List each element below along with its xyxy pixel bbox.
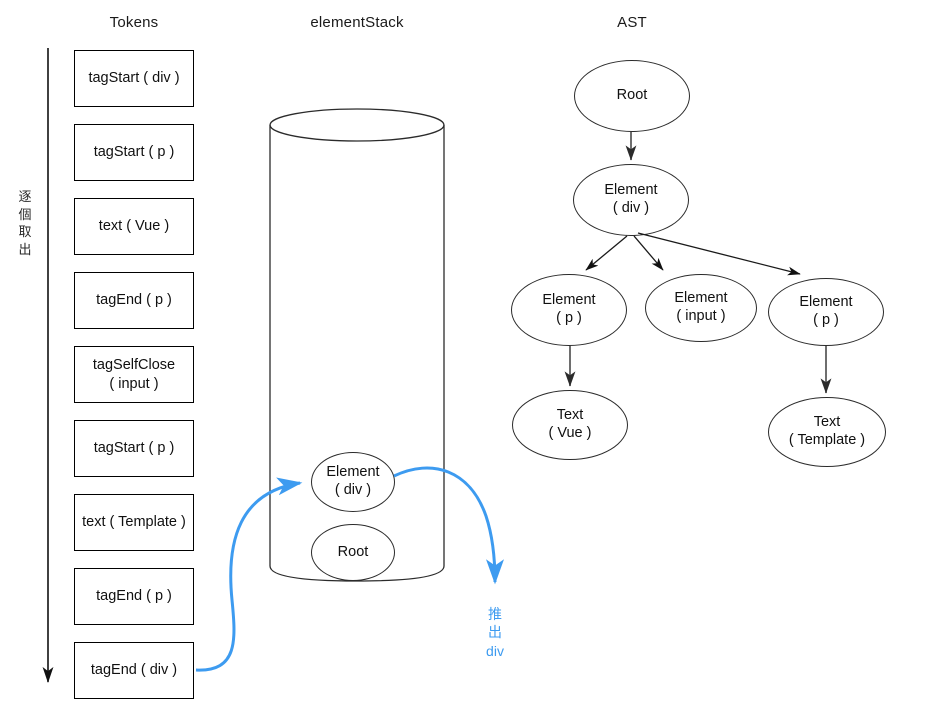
token-box[interactable]: tagEnd ( p )	[74, 568, 194, 625]
ast-node-element-p-first[interactable]: Element ( p )	[511, 274, 627, 346]
token-label: text ( Vue )	[98, 218, 170, 235]
ast-node-label: Element ( div )	[604, 182, 658, 216]
stack-node-element-div[interactable]: Element ( div )	[311, 452, 395, 512]
ast-node-root[interactable]: Root	[574, 60, 690, 132]
push-into-stack-arrow	[195, 477, 303, 672]
token-box[interactable]: text ( Template )	[74, 494, 194, 551]
pop-div-label: 推 出 div	[486, 606, 504, 659]
token-box[interactable]: tagStart ( div )	[74, 50, 194, 107]
token-label: tagEnd ( p )	[96, 588, 172, 605]
ast-node-label: Text ( Template )	[788, 414, 866, 448]
stack-node-root[interactable]: Root	[311, 524, 395, 581]
token-box[interactable]: tagEnd ( p )	[74, 272, 194, 329]
ast-node-label: Text ( Vue )	[548, 407, 592, 441]
token-label: tagSelfClose ( input )	[92, 357, 176, 392]
stack-node-label: Element ( div )	[326, 464, 380, 498]
token-box[interactable]: tagStart ( p )	[74, 420, 194, 477]
ast-node-element-p-second[interactable]: Element ( p )	[768, 278, 884, 346]
token-label: tagStart ( p )	[93, 144, 175, 161]
ast-column-title: AST	[617, 14, 647, 31]
token-label: tagStart ( div )	[88, 70, 180, 87]
tokens-column-title: Tokens	[109, 14, 159, 31]
ast-node-element-div[interactable]: Element ( div )	[573, 164, 689, 236]
take-one-by-one-label: 逐 個 取 出	[18, 189, 32, 257]
stack-node-label: Root	[337, 543, 369, 560]
token-label: tagEnd ( p )	[96, 292, 172, 309]
token-label: text ( Template )	[82, 514, 186, 531]
token-box[interactable]: text ( Vue )	[74, 198, 194, 255]
element-stack-column-title: elementStack	[310, 14, 404, 31]
ast-node-text-vue[interactable]: Text ( Vue )	[512, 390, 628, 460]
ast-edge-div-to-p2	[637, 232, 801, 276]
token-box[interactable]: tagSelfClose ( input )	[74, 346, 194, 403]
token-box[interactable]: tagEnd ( div )	[74, 642, 194, 699]
ast-node-label: Element ( input )	[674, 290, 728, 324]
ast-edge-div-to-input	[633, 235, 664, 271]
ast-node-element-input[interactable]: Element ( input )	[645, 274, 757, 342]
pop-out-of-stack-arrow	[393, 466, 504, 585]
ast-node-text-template[interactable]: Text ( Template )	[768, 397, 886, 467]
ast-node-label: Element ( p )	[542, 292, 596, 326]
token-box[interactable]: tagStart ( p )	[74, 124, 194, 181]
ast-edge-div-to-p1	[585, 235, 628, 271]
ast-node-label: Element ( p )	[799, 294, 853, 328]
token-label: tagStart ( p )	[93, 440, 175, 457]
ast-node-label: Root	[616, 87, 648, 104]
token-label: tagEnd ( div )	[90, 662, 178, 679]
